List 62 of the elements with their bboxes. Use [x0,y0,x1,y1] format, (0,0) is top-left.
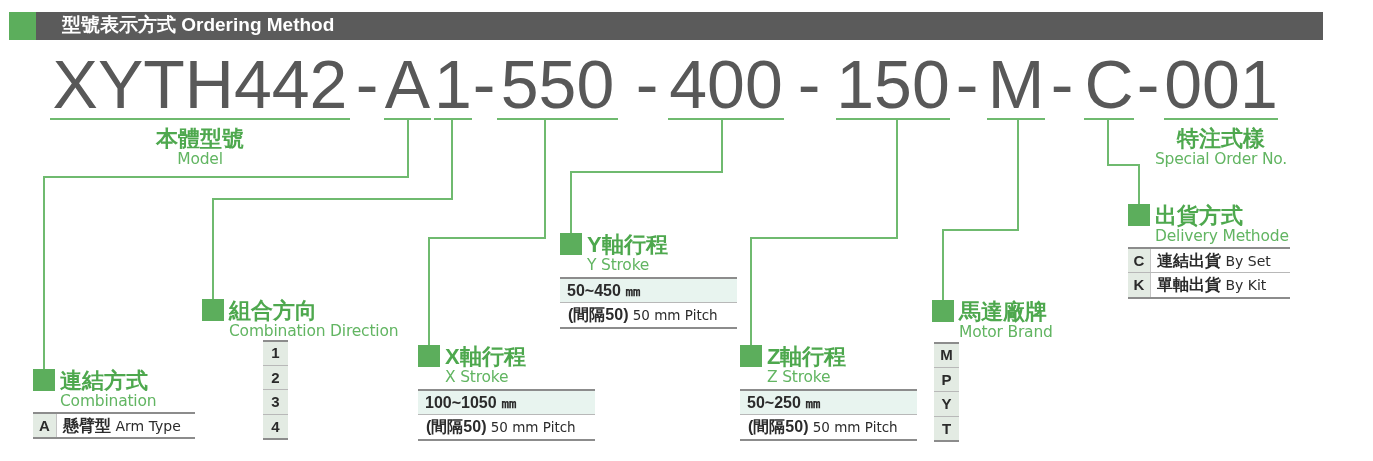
code-segment: 400 [668,50,784,120]
code-separator: - [797,50,821,118]
code-segment: C [1084,50,1134,120]
category-subtitle: Y Stroke [587,257,651,273]
code-segment: M [987,50,1045,120]
option-code: 1 [263,342,288,365]
category-subtitle: Z Stroke [767,369,832,385]
code-caption-english: Model [177,151,223,167]
stroke-range: 100~1050 ㎜ [418,391,595,414]
code-segment: A [384,50,431,120]
code-separator: - [635,50,659,118]
category-title: Y軸行程 [587,233,668,257]
code-separator: - [955,50,979,118]
code-segment: 1 [434,50,472,120]
category-title: 組合方向 [229,299,318,323]
stroke-range: 50~250 ㎜ [740,391,917,414]
connector-line [1107,119,1140,205]
category-title: 連結方式 [60,369,149,393]
code-caption: 本體型號 [156,127,244,151]
option-code: C [1128,249,1150,272]
connector-line [212,119,453,300]
option-code: Y [934,392,959,416]
option-code: 3 [263,390,288,414]
category-subtitle: X Stroke [445,369,510,385]
connector-line [428,119,546,346]
category-title: 出貨方式 [1155,204,1244,228]
connector-line [750,119,898,346]
code-separator: - [1136,50,1160,118]
stroke-pitch: (間隔50) 50 mm Pitch [567,305,719,325]
code-caption: 特注式樣 [1177,127,1265,151]
code-segment: 150 [836,50,950,120]
option-code: T [934,416,959,440]
connector-line [942,119,1019,301]
title-text: 型號表示方式 Ordering Method [62,13,335,37]
category-title: X軸行程 [445,345,526,369]
category-subtitle: Motor Brand [959,324,1053,340]
option-description: 懸臂型 Arm Type [61,416,182,436]
category-title: Z軸行程 [767,345,847,369]
option-code: 4 [263,414,288,438]
stroke-pitch: (間隔50) 50 mm Pitch [747,417,899,437]
code-separator: - [1050,50,1074,118]
connector-line [570,119,723,234]
connector-line [43,119,409,370]
option-code: 2 [263,365,288,389]
option-code: P [934,367,959,391]
option-description: 連結出貨 By Set [1156,251,1272,271]
code-separator: - [355,50,379,118]
code-segment: XYTH442 [50,50,350,120]
code-segment: 550 [497,50,618,120]
code-segment: 001 [1164,50,1278,120]
option-code: K [1128,273,1150,297]
category-title: 馬達廠牌 [959,300,1048,324]
stroke-pitch: (間隔50) 50 mm Pitch [425,417,577,437]
code-separator: - [472,50,496,118]
option-description: 單軸出貨 By Kit [1156,275,1268,295]
option-code: M [934,344,959,367]
category-subtitle: Combination Direction [229,323,399,339]
category-subtitle: Combination [60,393,157,409]
category-subtitle: Delivery Methode [1155,228,1289,244]
stroke-range: 50~450 ㎜ [560,279,737,302]
option-code: A [33,414,56,437]
code-caption-english: Special Order No. [1154,151,1288,167]
